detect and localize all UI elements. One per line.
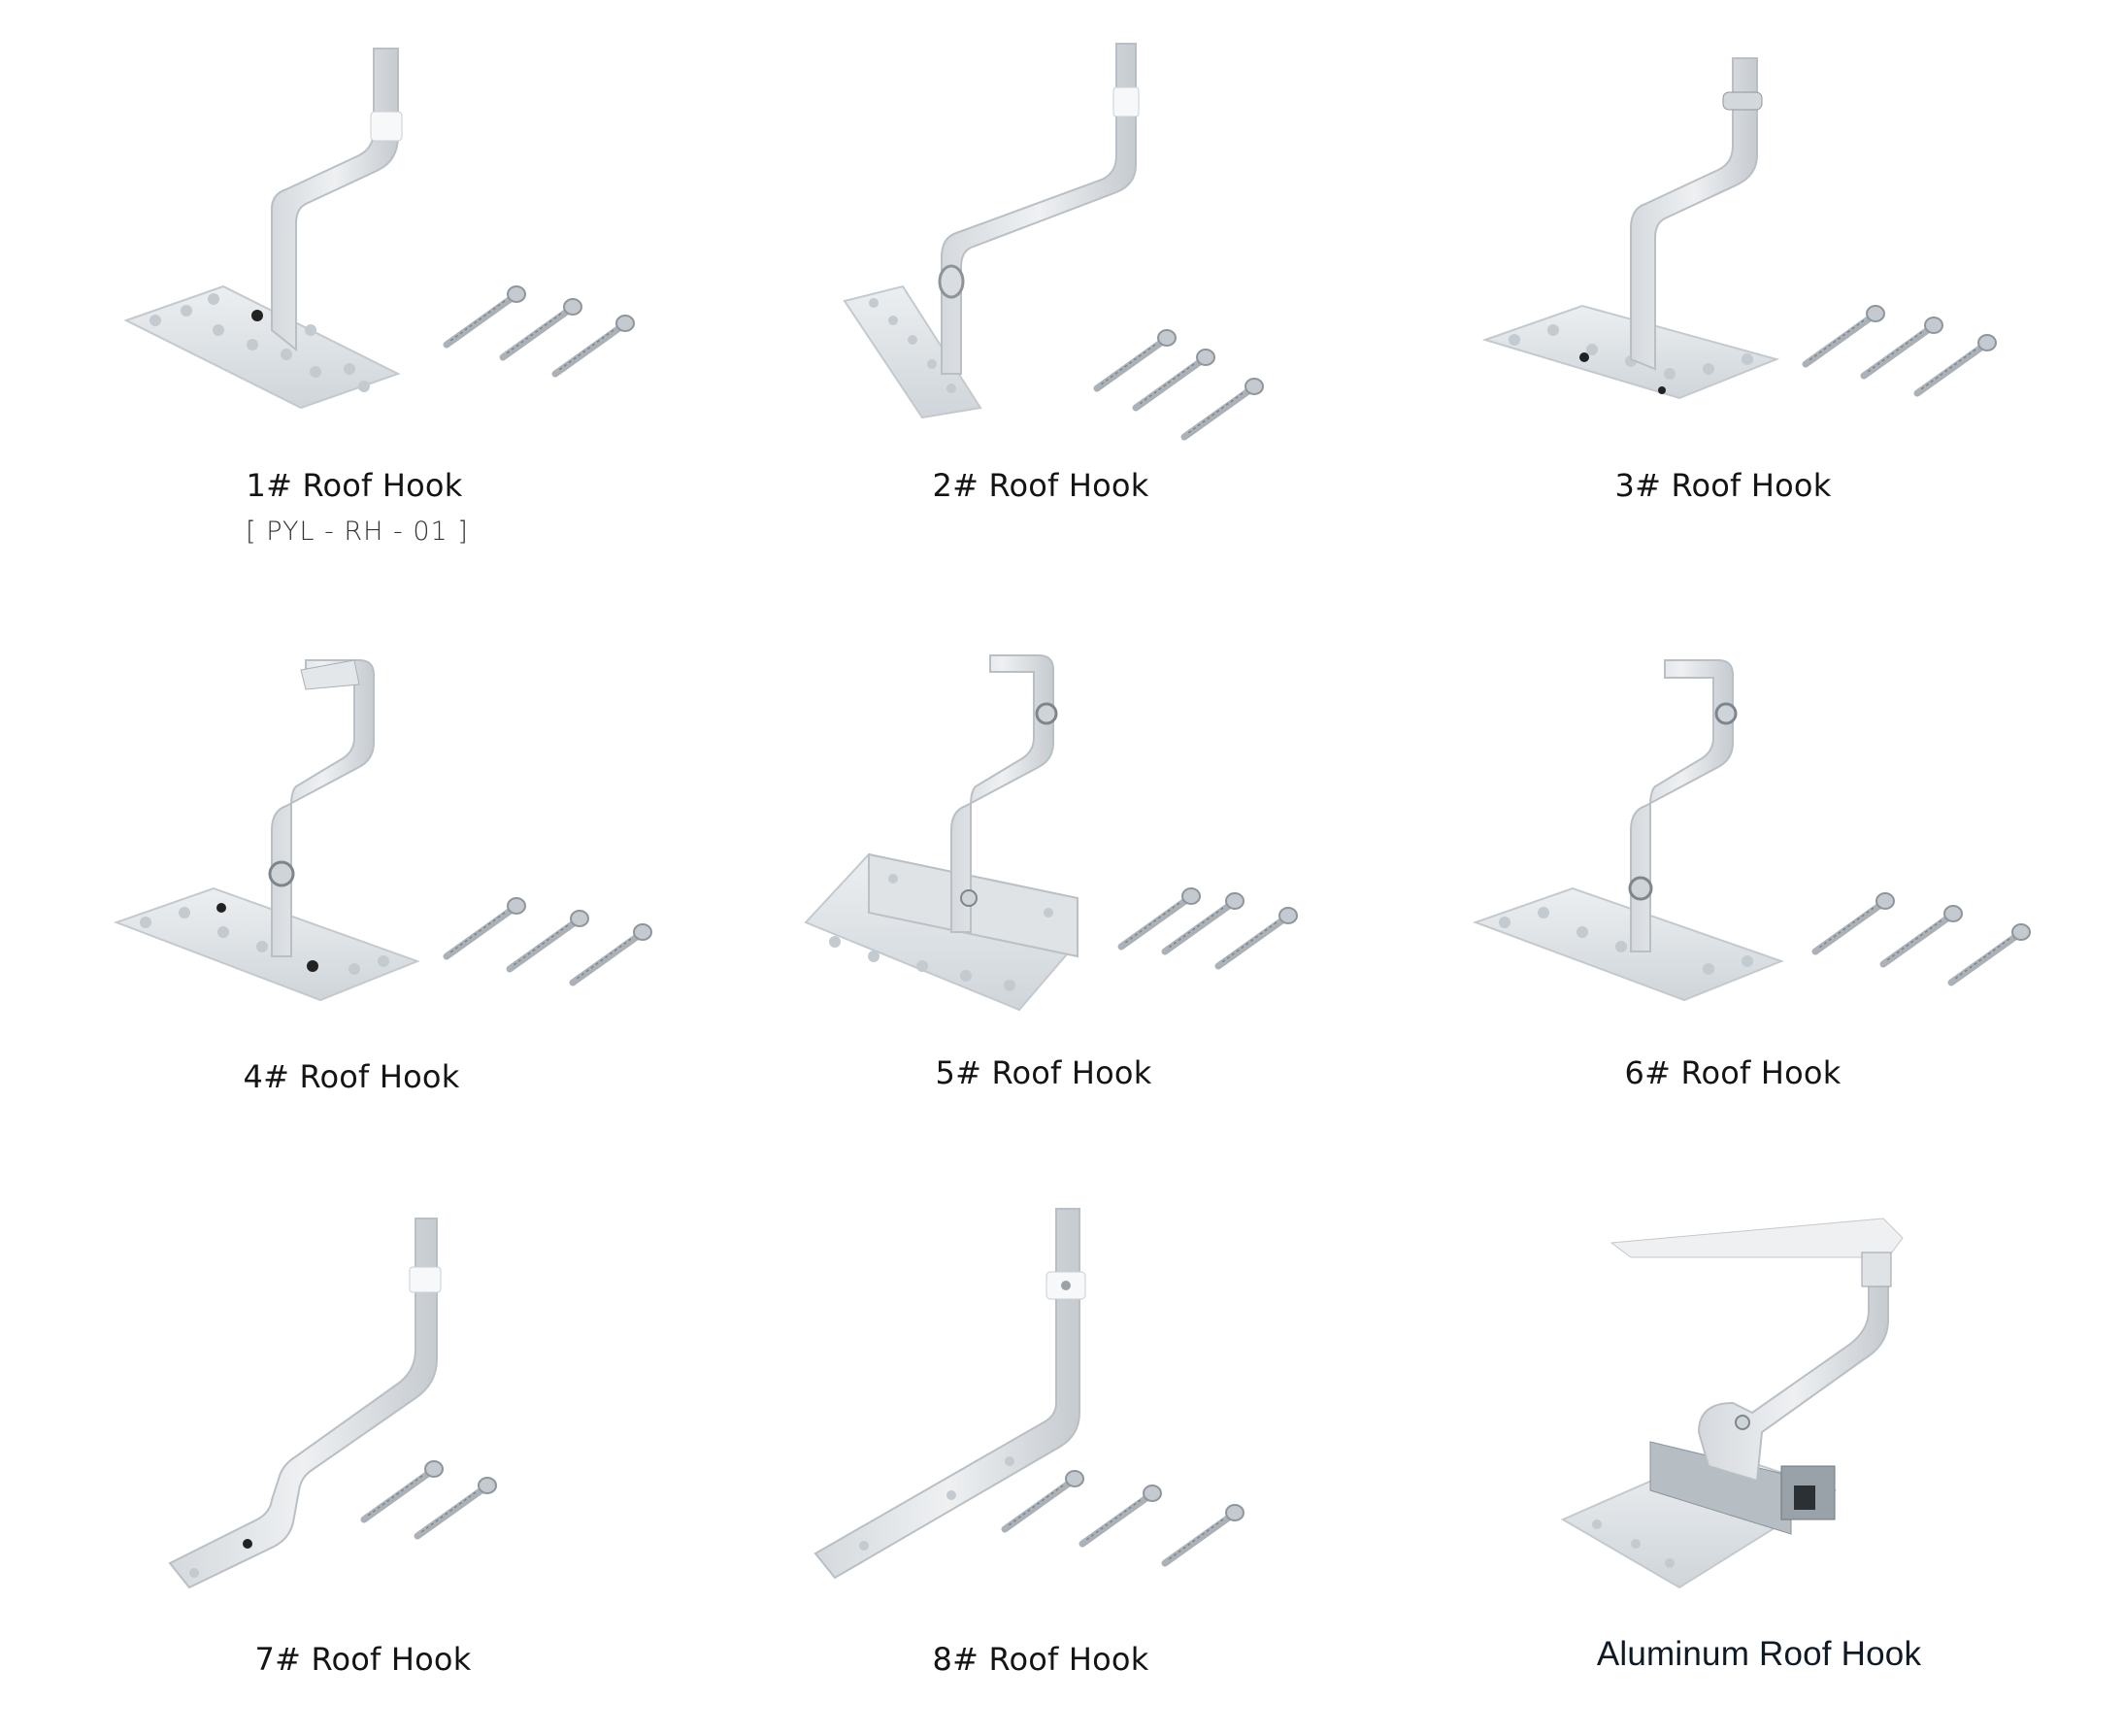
product-code: [ PYL - RH - 01 ]: [246, 517, 469, 547]
hook-icon: [114, 659, 670, 1002]
hook-icon: [813, 1208, 1252, 1580]
product-label: 7# Roof Hook: [254, 1641, 472, 1678]
product-label: 5# Roof Hook: [935, 1054, 1152, 1091]
hook-icon: [1481, 57, 2019, 400]
product-label: 8# Roof Hook: [932, 1641, 1149, 1678]
aluminum-hook-icon: [1560, 1218, 1904, 1589]
product-label: 1# Roof Hook: [246, 467, 463, 504]
product-label: 4# Roof Hook: [243, 1058, 460, 1095]
product-label: Aluminum Roof Hook: [1596, 1635, 1922, 1673]
product-label: 2# Roof Hook: [932, 467, 1149, 504]
hook-icon: [804, 654, 1301, 1012]
hook-icon: [1473, 659, 2029, 1002]
product-label: 3# Roof Hook: [1614, 467, 1832, 504]
hook-icon: [843, 43, 1301, 437]
hook-icon: [123, 48, 660, 410]
hook-icon: [168, 1218, 553, 1589]
product-label: 6# Roof Hook: [1624, 1054, 1842, 1091]
